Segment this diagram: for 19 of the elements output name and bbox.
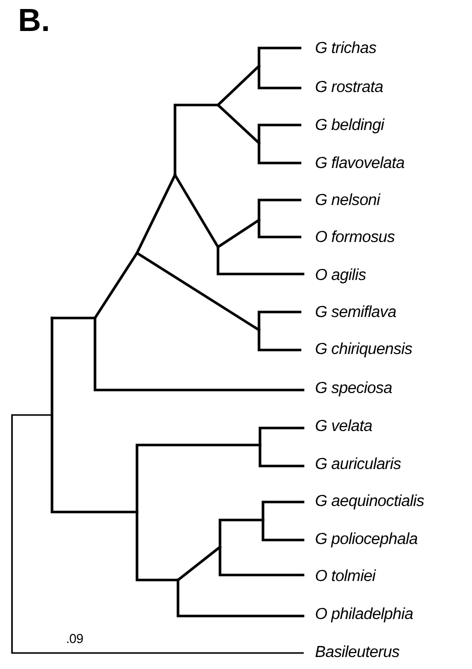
taxon-name: G chiriquensis xyxy=(315,341,412,359)
taxon-name: G poliocephala xyxy=(315,531,418,549)
taxon-name: O philadelphia xyxy=(315,606,414,624)
taxon-name: O tolmiei xyxy=(315,568,376,586)
taxon-name: G flavovelata xyxy=(315,155,404,173)
scale-value: .09 xyxy=(66,630,84,648)
taxon-name: O formosus xyxy=(315,229,395,247)
taxon-name: G speciosa xyxy=(315,380,392,398)
taxon-name: G semiflava xyxy=(315,304,396,322)
taxon-name: G rostrata xyxy=(315,79,384,97)
taxon-name: G velata xyxy=(315,418,372,436)
taxon-name: O agilis xyxy=(315,267,366,285)
taxon-name: G nelsoni xyxy=(315,192,380,210)
panel-letter: B. xyxy=(18,2,50,38)
taxon-name: Basileuterus xyxy=(315,644,400,662)
taxon-name: G beldingi xyxy=(315,117,384,135)
taxon-name: G trichas xyxy=(315,40,376,58)
taxon-name: G aequinoctialis xyxy=(315,493,424,511)
taxon-name: G auricularis xyxy=(315,456,401,474)
